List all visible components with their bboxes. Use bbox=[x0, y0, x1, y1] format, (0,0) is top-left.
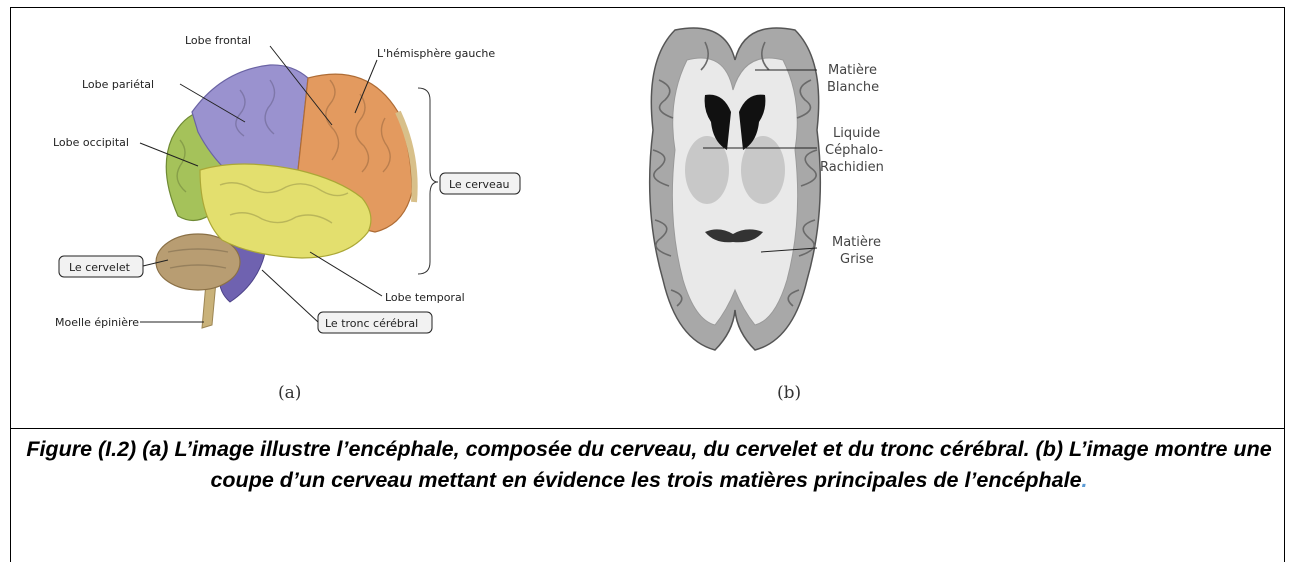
figure-frame-top-right bbox=[970, 7, 1284, 8]
panel-b-sublabel: (b) bbox=[777, 383, 801, 403]
label-matiere-grise-2: Grise bbox=[840, 252, 874, 267]
label-lcr-2: Céphalo- bbox=[825, 143, 883, 158]
label-lcr-1: Liquide bbox=[833, 126, 880, 141]
label-lobe-frontal: Lobe frontal bbox=[185, 34, 251, 47]
label-tronc-cerebral: Le tronc cérébral bbox=[325, 317, 418, 330]
label-lobe-occipital: Lobe occipital bbox=[53, 136, 129, 149]
panel-a-sublabel: (a) bbox=[278, 383, 301, 403]
cerveau-bracket bbox=[418, 88, 438, 274]
figure-caption: Figure (I.2) (a) L’image illustre l’encé… bbox=[18, 434, 1280, 496]
label-le-cerveau: Le cerveau bbox=[449, 178, 510, 191]
panel-b-brain-section: Matière Blanche Liquide Céphalo- Rachidi… bbox=[555, 20, 915, 415]
label-lcr-3: Rachidien bbox=[820, 160, 884, 175]
figure-frame-right bbox=[1284, 7, 1285, 562]
brain-section-diagram: Matière Blanche Liquide Céphalo- Rachidi… bbox=[555, 20, 915, 415]
figure-frame-top bbox=[10, 7, 970, 8]
label-lobe-parietal: Lobe pariétal bbox=[82, 78, 154, 91]
label-le-cervelet: Le cervelet bbox=[69, 261, 131, 274]
panel-a-brain-lobes: Lobe frontal L'hémisphère gauche Lobe pa… bbox=[40, 20, 540, 415]
label-matiere-blanche-2: Blanche bbox=[827, 80, 879, 95]
figure-caption-end-mark: . bbox=[1082, 468, 1088, 492]
label-matiere-grise-1: Matière bbox=[832, 235, 881, 250]
label-matiere-blanche-1: Matière bbox=[828, 63, 877, 78]
label-moelle-epiniere: Moelle épinière bbox=[55, 316, 139, 329]
label-lobe-temporal: Lobe temporal bbox=[385, 291, 465, 304]
figure-frame-left bbox=[10, 7, 11, 562]
label-hemisphere-gauche: L'hémisphère gauche bbox=[377, 47, 495, 60]
brain-lobes-diagram: Lobe frontal L'hémisphère gauche Lobe pa… bbox=[40, 20, 540, 415]
figure-caption-divider bbox=[10, 428, 1285, 429]
